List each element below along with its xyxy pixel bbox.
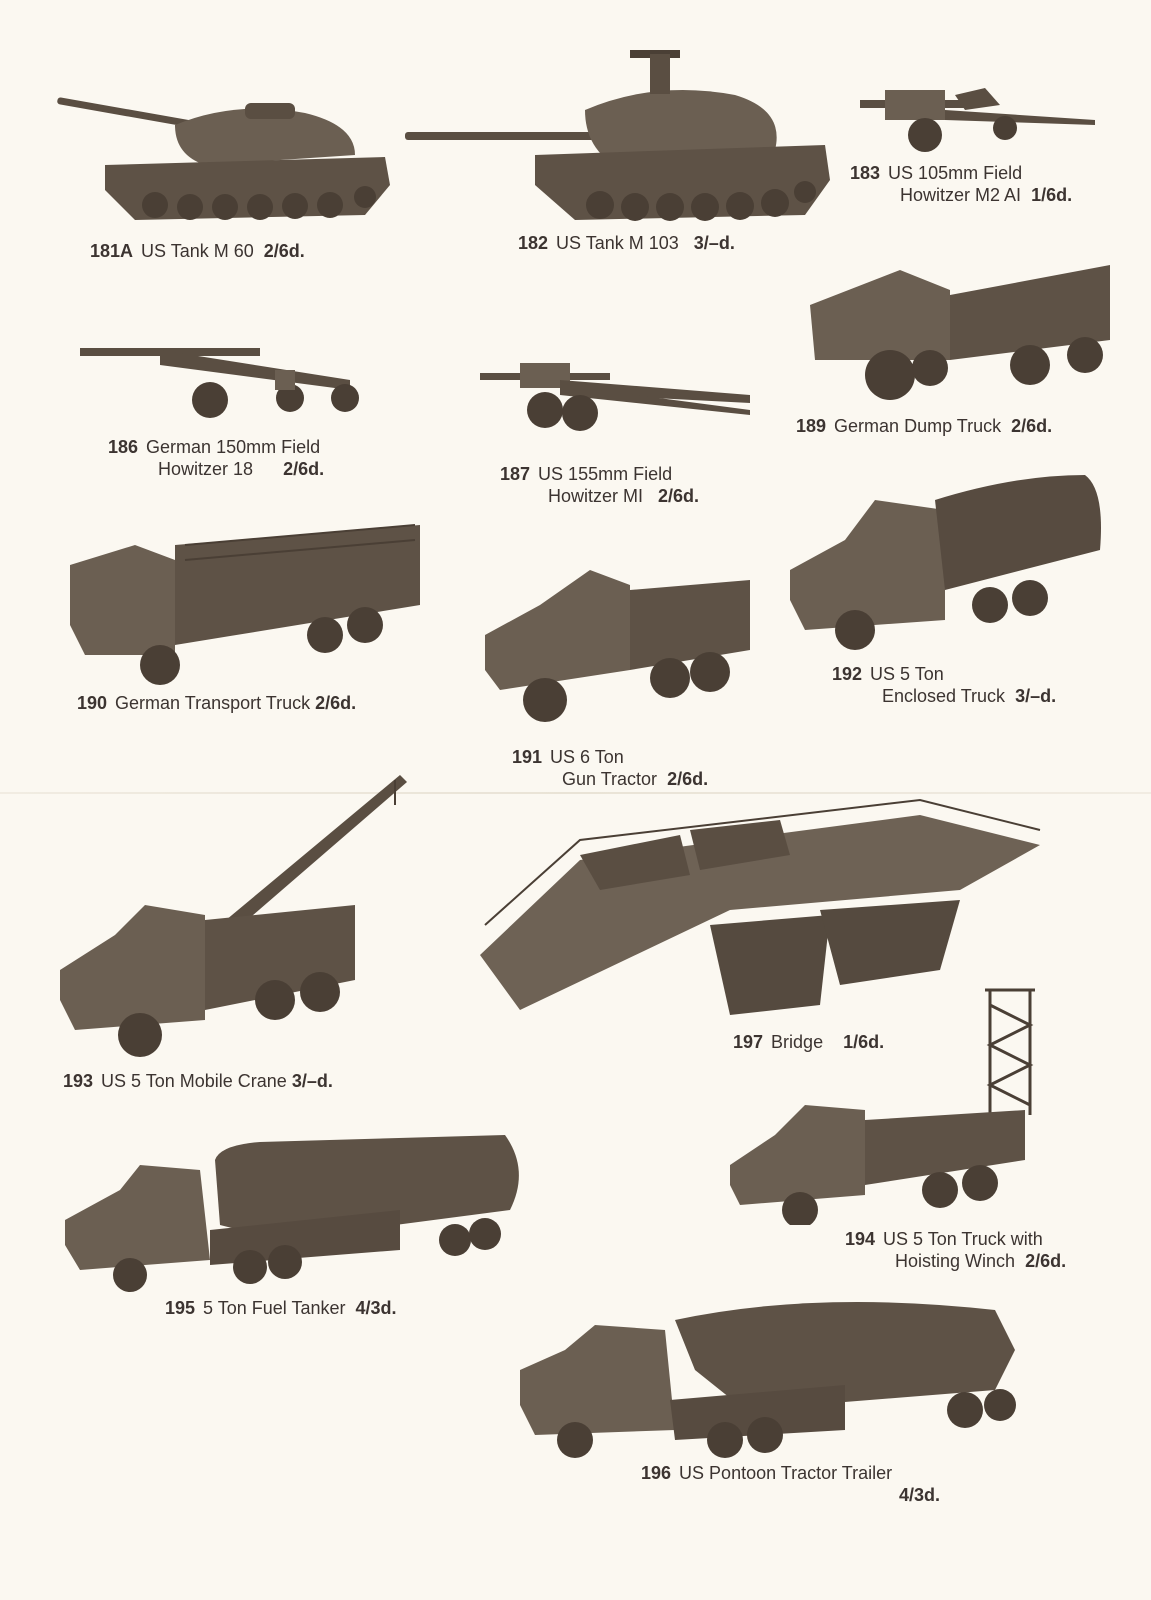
- gun-tractor-icon: [485, 570, 750, 722]
- item-name: US 5 Ton Truck with: [883, 1229, 1043, 1249]
- item-192-caption: 192 US 5 Ton Enclosed Truck 3/–d.: [832, 663, 1056, 707]
- item-number: 194: [845, 1229, 876, 1249]
- item-name: US 5 Ton Mobile Crane: [101, 1071, 287, 1091]
- item-price: 1/6d.: [1031, 185, 1073, 205]
- gun-tractor-image: [480, 550, 760, 730]
- item-price: 2/6d.: [658, 486, 700, 506]
- item-number: 193: [63, 1071, 94, 1091]
- item-price: 3/–d.: [1015, 686, 1057, 706]
- item-181a-caption: 181A US Tank M 60 2/6d.: [90, 240, 305, 262]
- item-name: German Dump Truck: [834, 416, 1002, 436]
- item-name: German 150mm Field: [146, 437, 321, 457]
- tank-m103-image: [405, 40, 835, 230]
- howitzer-icon: [480, 363, 750, 431]
- item-name: US 5 Ton: [870, 664, 944, 684]
- item-number: 190: [77, 693, 108, 713]
- winch-truck-image: [725, 985, 1055, 1225]
- item-196-caption: 196 US Pontoon Tractor Trailer 4/3d.: [641, 1462, 940, 1506]
- item-name: US 155mm Field: [538, 464, 673, 484]
- dump-truck-icon: [810, 265, 1110, 400]
- howitzer-m2-image: [855, 80, 1105, 160]
- item-price: 3/–d.: [291, 1071, 333, 1091]
- item-name: German Transport Truck: [115, 693, 311, 713]
- howitzer-m1-image: [480, 355, 760, 440]
- item-number: 195: [165, 1298, 196, 1318]
- item-number: 181A: [90, 241, 134, 261]
- fuel-tanker-icon: [65, 1135, 519, 1292]
- pontoon-bridge-icon: [480, 798, 1041, 1015]
- fuel-tanker-image: [60, 1130, 530, 1295]
- howitzer-icon: [80, 348, 359, 418]
- item-price: 2/6d.: [315, 693, 357, 713]
- tank-icon: [405, 50, 830, 221]
- pontoon-bridge-image: [480, 795, 1045, 1020]
- item-183-caption: 183 US 105mm Field Howitzer M2 AI 1/6d.: [850, 162, 1072, 206]
- item-number: 192: [832, 664, 863, 684]
- item-price: 2/6d.: [667, 769, 709, 789]
- item-number: 189: [796, 416, 827, 436]
- howitzer-18-image: [80, 320, 370, 420]
- item-name: US Tank M 103: [556, 233, 679, 253]
- crane-truck-icon: [60, 775, 407, 1057]
- item-195-caption: 195 5 Ton Fuel Tanker 4/3d.: [165, 1297, 397, 1319]
- item-number: 196: [641, 1463, 672, 1483]
- item-number: 197: [733, 1032, 764, 1052]
- item-price: 2/6d.: [1025, 1251, 1067, 1271]
- item-189-caption: 189 German Dump Truck 2/6d.: [796, 415, 1052, 437]
- mobile-crane-image: [55, 770, 415, 1070]
- item-price: 4/3d.: [899, 1485, 941, 1505]
- item-name-line2: Howitzer MI: [548, 486, 644, 506]
- item-name: US 6 Ton: [550, 747, 624, 767]
- item-price: 3/–d.: [693, 233, 735, 253]
- transport-truck-image: [65, 515, 425, 685]
- winch-truck-icon: [730, 988, 1035, 1225]
- pontoon-trailer-icon: [520, 1302, 1016, 1458]
- item-number: 182: [518, 233, 549, 253]
- item-name-line2: Gun Tractor: [562, 769, 658, 789]
- item-name: Bridge: [771, 1032, 824, 1052]
- item-name: 5 Ton Fuel Tanker: [203, 1298, 346, 1318]
- item-name-line2: Enclosed Truck: [882, 686, 1006, 706]
- item-name-line2: Howitzer M2 AI: [900, 185, 1022, 205]
- item-number: 191: [512, 747, 543, 767]
- item-price: 2/6d.: [283, 459, 325, 479]
- item-price: 4/3d.: [355, 1298, 397, 1318]
- item-191-caption: 191 US 6 Ton Gun Tractor 2/6d.: [512, 746, 708, 790]
- item-name: US Pontoon Tractor Trailer: [679, 1463, 893, 1483]
- item-price: 2/6d.: [263, 241, 305, 261]
- page-fold-line: [0, 792, 1151, 794]
- pontoon-trailer-image: [515, 1290, 1025, 1470]
- item-194-caption: 194 US 5 Ton Truck with Hoisting Winch 2/…: [845, 1228, 1066, 1272]
- item-price: 1/6d.: [843, 1032, 885, 1052]
- item-name-line2: Howitzer 18: [158, 459, 254, 479]
- dump-truck-image: [800, 260, 1120, 410]
- item-name: US Tank M 60: [141, 241, 254, 261]
- enclosed-truck-icon: [790, 475, 1101, 650]
- item-price: 2/6d.: [1011, 416, 1053, 436]
- item-186-caption: 186 German 150mm Field Howitzer 18 2/6d.: [108, 436, 324, 480]
- item-193-caption: 193 US 5 Ton Mobile Crane 3/–d.: [63, 1070, 333, 1092]
- item-182-caption: 182 US Tank M 103 3/–d.: [518, 232, 735, 254]
- tank-icon: [57, 97, 390, 220]
- howitzer-icon: [860, 88, 1095, 152]
- item-187-caption: 187 US 155mm Field Howitzer MI 2/6d.: [500, 463, 699, 507]
- transport-truck-icon: [70, 524, 420, 685]
- item-197-caption: 197 Bridge 1/6d.: [733, 1031, 884, 1053]
- item-number: 186: [108, 437, 139, 457]
- item-name-line2: Hoisting Winch: [895, 1251, 1016, 1271]
- item-190-caption: 190 German Transport Truck 2/6d.: [77, 692, 356, 714]
- item-name: US 105mm Field: [888, 163, 1023, 183]
- enclosed-truck-image: [785, 470, 1110, 655]
- item-number: 183: [850, 163, 881, 183]
- item-number: 187: [500, 464, 531, 484]
- tank-m60-image: [55, 85, 405, 235]
